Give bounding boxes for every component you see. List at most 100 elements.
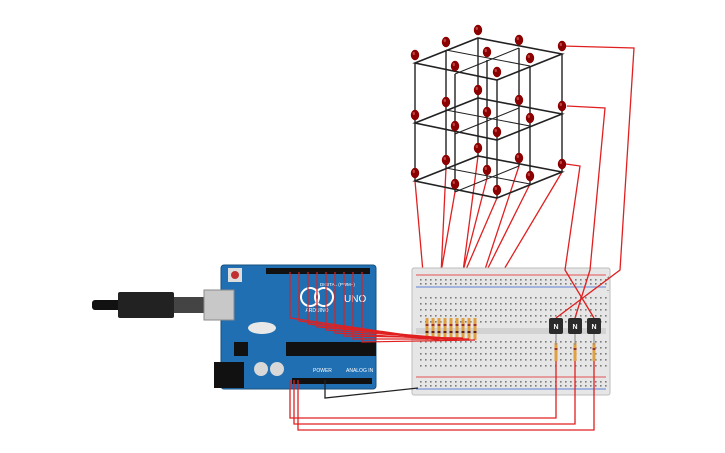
hole: [475, 315, 477, 317]
hole: [530, 279, 532, 281]
hole: [540, 347, 542, 349]
led-highlight: [494, 128, 497, 133]
hole: [600, 359, 602, 361]
hole: [520, 359, 522, 361]
hole: [460, 321, 462, 323]
reset-button-cap[interactable]: [231, 271, 239, 279]
hole: [495, 321, 497, 323]
resistor: [443, 318, 447, 340]
hole: [525, 347, 527, 349]
pin-to-resistor-wire: [316, 272, 446, 339]
hole: [475, 309, 477, 311]
hole: [500, 347, 502, 349]
hole: [495, 283, 497, 285]
hole: [560, 385, 562, 387]
hole: [455, 315, 457, 317]
hole: [500, 303, 502, 305]
hole: [455, 341, 457, 343]
hole: [460, 283, 462, 285]
hole: [520, 283, 522, 285]
hole: [515, 303, 517, 305]
hole: [435, 315, 437, 317]
led-cube-leds: [410, 24, 567, 196]
hole: [445, 297, 447, 299]
hole: [560, 303, 562, 305]
hole: [440, 297, 442, 299]
resistor-band: [437, 324, 441, 326]
hole: [510, 365, 512, 367]
hole: [585, 321, 587, 323]
transistor-3[interactable]: N: [587, 318, 601, 334]
led-icon: [557, 40, 567, 52]
hole: [525, 297, 527, 299]
transistor-2[interactable]: N: [568, 318, 582, 334]
led-highlight: [516, 154, 519, 159]
hole: [585, 385, 587, 387]
hole: [590, 353, 592, 355]
hole: [575, 297, 577, 299]
resistor-band: [473, 324, 477, 326]
led-icon: [441, 96, 451, 108]
led-icon: [473, 142, 483, 154]
hole: [575, 283, 577, 285]
hole: [510, 303, 512, 305]
hole: [440, 283, 442, 285]
hole: [485, 359, 487, 361]
hole: [490, 385, 492, 387]
transistor-1[interactable]: N: [549, 318, 563, 334]
hole: [555, 303, 557, 305]
hole: [475, 347, 477, 349]
cube-layer-frame: [412, 155, 565, 199]
hole: [440, 341, 442, 343]
hole: [420, 303, 422, 305]
resistor-band: [437, 331, 441, 333]
hole: [565, 359, 567, 361]
hole: [440, 385, 442, 387]
hole: [545, 303, 547, 305]
hole: [515, 359, 517, 361]
hole: [425, 297, 427, 299]
hole: [450, 279, 452, 281]
hole: [595, 297, 597, 299]
hole: [505, 381, 507, 383]
hole: [470, 309, 472, 311]
resistor-band: [461, 331, 465, 333]
led-highlight: [475, 26, 478, 31]
hole: [535, 385, 537, 387]
resistor: [467, 318, 471, 340]
hole: [540, 341, 542, 343]
hole: [505, 365, 507, 367]
hole: [535, 283, 537, 285]
hole: [570, 347, 572, 349]
hole: [570, 353, 572, 355]
hole: [485, 353, 487, 355]
hole: [500, 309, 502, 311]
led-highlight: [475, 86, 478, 91]
hole: [540, 315, 542, 317]
hole: [450, 309, 452, 311]
transistor-label: N: [591, 324, 596, 331]
hole: [450, 315, 452, 317]
hole: [535, 347, 537, 349]
hole: [530, 385, 532, 387]
hole: [600, 365, 602, 367]
hole: [435, 359, 437, 361]
hole: [455, 359, 457, 361]
hole: [540, 353, 542, 355]
hole: [510, 347, 512, 349]
hole: [545, 365, 547, 367]
hole: [445, 353, 447, 355]
arduino-board[interactable]: ARDUINO UNO DIGITAL (PWM~) POWER ANALOG …: [203, 264, 377, 390]
hole: [440, 303, 442, 305]
hole: [605, 359, 607, 361]
hole: [595, 365, 597, 367]
hole: [435, 341, 437, 343]
hole: [500, 279, 502, 281]
hole: [565, 297, 567, 299]
hole: [490, 341, 492, 343]
breadboard[interactable]: + -: [411, 267, 611, 396]
hole: [595, 283, 597, 285]
hole: [545, 283, 547, 285]
hole: [550, 303, 552, 305]
hole: [490, 365, 492, 367]
